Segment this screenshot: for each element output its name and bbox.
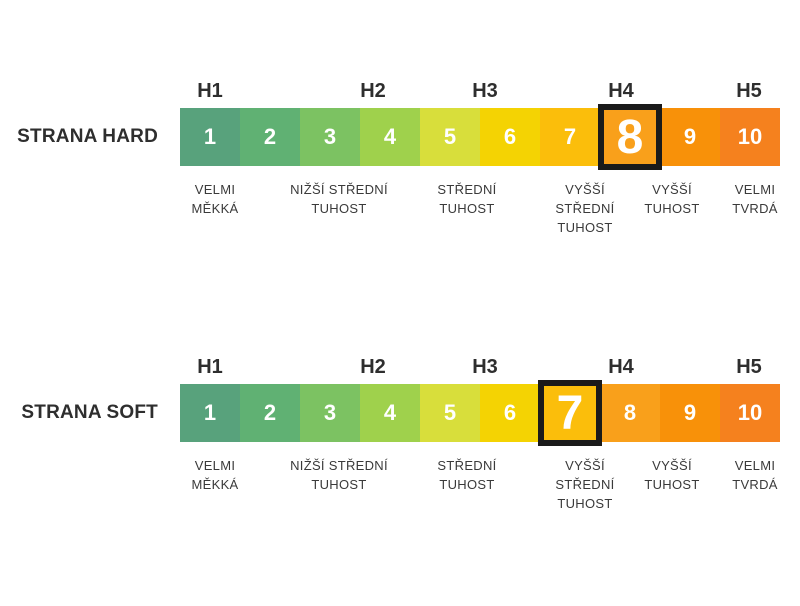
scale-cell-5: 5 (420, 108, 480, 166)
desc-vyssi-stredni-tuhost: VYŠŠÍ STŘEDNÍ TUHOST (555, 456, 614, 513)
hardness-scale-hard: STRANA HARD H1 H2 H3 H4 H5 1 2 3 4 5 6 7… (0, 80, 800, 330)
desc-line: TVRDÁ (732, 201, 778, 216)
desc-velmi-mekka: VELMI MĚKKÁ (191, 180, 238, 218)
desc-line: VYŠŠÍ (652, 458, 692, 473)
desc-line: TUHOST (311, 201, 367, 216)
cell-number: 3 (323, 124, 337, 149)
desc-line: VYŠŠÍ (652, 182, 692, 197)
desc-stredni-tuhost: STŘEDNÍ TUHOST (437, 180, 496, 218)
desc-line: VELMI (194, 182, 236, 197)
desc-line: STŘEDNÍ (437, 458, 497, 473)
scale-cell-2: 2 (240, 108, 300, 166)
grade-label-h5: H5 (736, 80, 762, 102)
scale-cell-10: 10 (720, 108, 780, 166)
desc-line: TUHOST (557, 496, 613, 511)
cell-number: 5 (443, 400, 457, 425)
scale-cell-2: 2 (240, 384, 300, 442)
desc-line: STŘEDNÍ (555, 201, 615, 216)
desc-line: TUHOST (644, 201, 700, 216)
grade-label-h2: H2 (360, 356, 386, 378)
desc-line: TUHOST (644, 477, 700, 492)
cell-number: 3 (323, 400, 337, 425)
cell-number: 4 (383, 400, 397, 425)
cell-number: 9 (683, 400, 697, 425)
grade-label-h3: H3 (472, 356, 498, 378)
scale-cell-10: 10 (720, 384, 780, 442)
grade-label-h4: H4 (608, 356, 634, 378)
desc-line: TUHOST (557, 220, 613, 235)
scale-cell-4: 4 (360, 384, 420, 442)
desc-line: TVRDÁ (732, 477, 778, 492)
desc-nizsi-stredni-tuhost: NIŽŠÍ STŘEDNÍ TUHOST (290, 180, 388, 218)
desc-line: VELMI (734, 182, 776, 197)
desc-line: VELMI (194, 458, 236, 473)
scale-cell-3: 3 (300, 108, 360, 166)
row-title-hard: STRANA HARD (17, 126, 158, 147)
desc-line: NIŽŠÍ STŘEDNÍ (290, 458, 388, 473)
desc-vyssi-tuhost: VYŠŠÍ TUHOST (644, 180, 699, 218)
desc-line: STŘEDNÍ (555, 477, 615, 492)
grade-label-h3: H3 (472, 80, 498, 102)
desc-line: VYŠŠÍ (565, 458, 605, 473)
desc-vyssi-tuhost: VYŠŠÍ TUHOST (644, 456, 699, 494)
scale-cell-6: 6 (480, 108, 540, 166)
grade-label-h1: H1 (197, 80, 223, 102)
scale-cell-1: 1 (180, 384, 240, 442)
desc-line: NIŽŠÍ STŘEDNÍ (290, 182, 388, 197)
grade-label-h4: H4 (608, 80, 634, 102)
cell-number: 4 (383, 124, 397, 149)
hardness-scale-soft: STRANA SOFT H1 H2 H3 H4 H5 1 2 3 4 5 6 7… (0, 356, 800, 606)
scale-cell-8: 8 (598, 104, 662, 170)
cell-number: 6 (503, 400, 517, 425)
scale-cell-5: 5 (420, 384, 480, 442)
cell-number: 8 (623, 400, 637, 425)
scale-cell-6: 6 (480, 384, 540, 442)
row-title-soft: STRANA SOFT (21, 402, 158, 423)
desc-nizsi-stredni-tuhost: NIŽŠÍ STŘEDNÍ TUHOST (290, 456, 388, 494)
scale-cell-9: 9 (660, 384, 720, 442)
cell-number: 1 (203, 400, 217, 425)
cell-number: 7 (563, 124, 577, 149)
desc-velmi-tvrda: VELMI TVRDÁ (732, 456, 778, 494)
desc-velmi-tvrda: VELMI TVRDÁ (732, 180, 778, 218)
cell-number: 10 (737, 400, 763, 425)
desc-line: STŘEDNÍ (437, 182, 497, 197)
cell-number: 7 (556, 386, 584, 440)
desc-line: TUHOST (439, 477, 495, 492)
desc-vyssi-stredni-tuhost: VYŠŠÍ STŘEDNÍ TUHOST (555, 180, 614, 237)
scale-cell-9: 9 (660, 108, 720, 166)
cell-number: 8 (616, 110, 644, 164)
cell-number: 2 (263, 124, 277, 149)
scale-cell-7: 7 (540, 108, 600, 166)
scale-cell-8: 8 (600, 384, 660, 442)
desc-line: VELMI (734, 458, 776, 473)
desc-line: TUHOST (311, 477, 367, 492)
cell-number: 10 (737, 124, 763, 149)
desc-line: TUHOST (439, 201, 495, 216)
grade-label-h1: H1 (197, 356, 223, 378)
cell-number: 5 (443, 124, 457, 149)
grade-label-h5: H5 (736, 356, 762, 378)
scale-cell-4: 4 (360, 108, 420, 166)
cell-number: 6 (503, 124, 517, 149)
cell-number: 2 (263, 400, 277, 425)
scale-cell-7: 7 (538, 380, 602, 446)
desc-line: MĚKKÁ (191, 201, 239, 216)
scale-cell-3: 3 (300, 384, 360, 442)
desc-line: MĚKKÁ (191, 477, 239, 492)
hardness-bar: 1 2 3 4 5 6 7 8 9 10 (180, 104, 780, 170)
scale-cell-1: 1 (180, 108, 240, 166)
cell-number: 1 (203, 124, 217, 149)
desc-stredni-tuhost: STŘEDNÍ TUHOST (437, 456, 496, 494)
desc-line: VYŠŠÍ (565, 182, 605, 197)
hardness-bar: 1 2 3 4 5 6 7 8 9 10 (180, 380, 780, 446)
grade-label-h2: H2 (360, 80, 386, 102)
cell-number: 9 (683, 124, 697, 149)
desc-velmi-mekka: VELMI MĚKKÁ (191, 456, 238, 494)
